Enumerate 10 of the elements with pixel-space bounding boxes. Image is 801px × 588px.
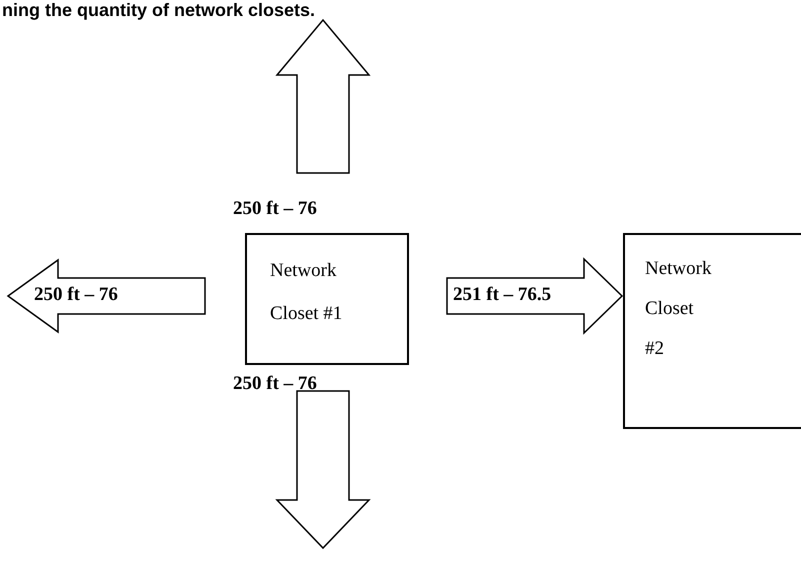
closet-box	[623, 233, 801, 429]
block-arrow	[446, 257, 624, 335]
box-label: Network Closet #1	[270, 259, 344, 326]
closet-box	[245, 233, 409, 365]
distance-label: 250 ft – 76	[233, 198, 317, 220]
box-label: Network Closet #2	[645, 257, 712, 361]
distance-label: 250 ft – 76	[34, 284, 118, 306]
title: ning the quantity of network closets.	[2, 0, 316, 20]
distance-label: 250 ft – 76	[233, 373, 317, 395]
edge-label: 251 ft – 76.5	[453, 284, 552, 306]
